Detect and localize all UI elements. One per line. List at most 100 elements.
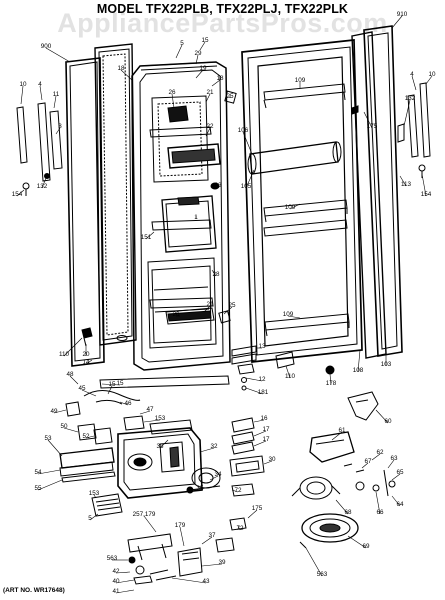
part-callout-c1: 1 [194,214,198,221]
leader-line [237,525,241,531]
part-callout-c41: 41 [112,588,120,595]
part-callout-c153: 153 [155,415,166,422]
part-callout-c563a: 563 [107,555,118,562]
leader-line [37,469,61,475]
bottom-hinge-parts [81,327,335,391]
part-callout-c153b: 153 [89,490,100,497]
part-callout-c110a: 110 [59,351,70,358]
part-callout-c132b: 132 [405,95,416,102]
leader-line [331,431,343,441]
leader-line [143,515,157,533]
part-callout-c113: 113 [401,181,412,188]
part-callout-c4a: 4 [38,81,42,88]
part-callout-c26a: 26 [168,89,176,96]
leader-line [289,203,301,210]
part-callout-c132a: 132 [37,183,48,190]
leader-line [69,375,79,385]
part-callout-c23: 23 [214,182,222,189]
leader-line [399,175,407,187]
part-callout-c28: 28 [212,271,220,278]
right-trim-parts [397,82,431,178]
leader-line [53,95,57,109]
leader-line [375,491,381,515]
leader-line [101,383,121,386]
part-callout-c106: 106 [238,127,249,134]
part-callout-c48: 48 [66,371,74,378]
leader-line [53,409,67,414]
part-callout-c110b: 110 [285,373,296,380]
leader-line [245,387,264,395]
part-callout-c178: 178 [326,380,337,387]
part-callout-c22: 22 [206,123,214,130]
leader-line [203,305,211,313]
part-callout-c15b: 15 [116,380,124,387]
fresh-food-door-assembly [241,25,403,363]
leader-line [411,75,417,91]
part-callout-c60: 60 [384,418,392,425]
diagram-title: MODEL TFX22PLB, TFX22PLJ, TFX22PLK [96,2,349,16]
leader-line [363,111,373,129]
leader-line [139,410,151,415]
freezer-door-assembly [65,43,137,367]
part-callout-c72a: 72 [234,487,242,494]
leader-line [145,231,155,240]
leader-line [347,535,367,549]
leader-line [391,15,403,29]
leader-line [231,489,239,493]
leader-line [245,169,255,189]
leader-line [391,473,401,481]
leader-line [205,127,211,137]
part-callout-c53: 53 [44,435,52,442]
part-callout-c25a: 25 [226,93,234,100]
leader-line [305,547,323,577]
part-callout-c65: 65 [396,469,404,476]
leader-line [245,377,263,382]
leader-line [199,41,206,51]
part-callout-c20: 20 [82,351,90,358]
part-callout-c69: 69 [362,543,370,550]
leader-line [223,306,233,315]
part-callout-c46: 46 [124,400,132,407]
leader-line [115,579,135,584]
leader-line [253,430,267,437]
leader-line [211,269,217,277]
leader-line [335,499,349,515]
lower-parts [127,533,203,585]
part-callout-c29: 29 [194,50,202,57]
leader-line [20,85,24,105]
part-callout-c37: 37 [208,532,216,539]
leader-line [16,189,25,197]
part-callout-c34: 34 [214,471,222,478]
part-callout-c39: 39 [218,559,226,566]
leader-line [199,447,215,453]
leader-line [195,69,204,79]
leader-line [115,589,135,594]
leader-line [287,315,301,319]
leader-line [214,185,219,188]
leader-line [179,526,185,547]
part-callout-c10a: 10 [19,81,27,88]
switch-parts [215,417,265,553]
leader-line [81,389,97,397]
leader-line [175,44,183,59]
part-callout-c40: 40 [112,578,120,585]
part-callout-c32: 32 [210,443,218,450]
part-callout-c14: 14 [82,359,90,366]
part-callout-c16: 16 [260,415,268,422]
leader-line [85,359,93,365]
part-callout-c54: 54 [34,469,42,476]
leader-line [119,401,129,406]
leader-line [387,459,395,469]
part-callout-c61: 61 [338,427,346,434]
dispenser-chute-parts [161,90,237,325]
leader-line [211,79,221,87]
part-callout-c181: 181 [258,389,269,396]
leader-line [421,173,427,197]
leader-line [115,571,131,574]
part-callout-c45: 45 [78,385,86,392]
part-callout-c21a: 21 [206,89,214,96]
part-callout-c17b: 17 [262,436,270,443]
part-callout-c15a: 15 [201,37,209,44]
leader-line [285,365,291,379]
